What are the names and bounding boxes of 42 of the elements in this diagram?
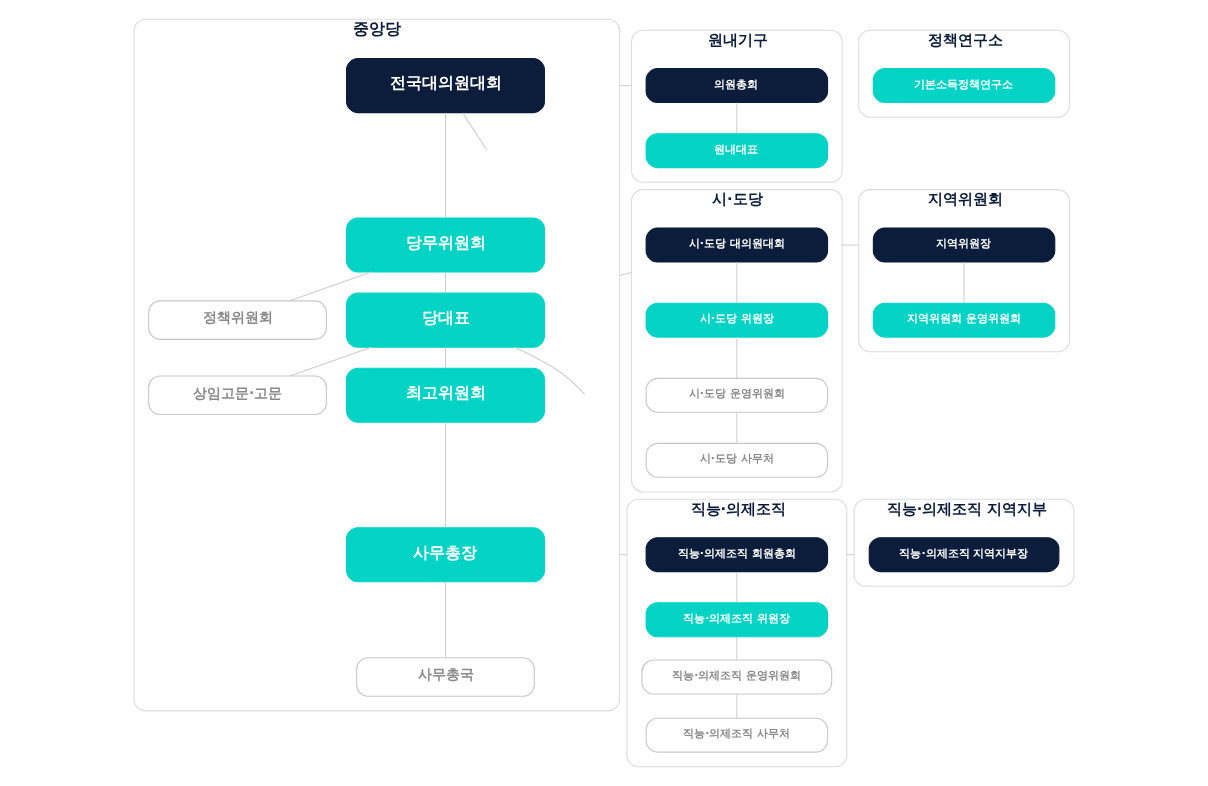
- connector: [289, 271, 372, 302]
- connector: [445, 581, 446, 658]
- connector: [445, 347, 446, 369]
- connector: [736, 336, 738, 379]
- node-box: 직능·의제조직 위원장: [645, 602, 829, 638]
- connector: [736, 102, 738, 134]
- node-box: 최고위원회: [346, 367, 545, 423]
- connector: [736, 636, 738, 661]
- node-box: 기본소득정책연구소: [872, 68, 1056, 104]
- node-box: 지역위원회 운영위원회: [872, 302, 1056, 338]
- node-box: 시·도당 대의원대회: [645, 227, 829, 263]
- connector: [619, 85, 632, 87]
- node-box: 사무총국: [356, 657, 535, 697]
- connector: [619, 554, 628, 556]
- connector: [736, 412, 738, 444]
- connector: [289, 346, 372, 377]
- node-box: 원내대표: [645, 133, 829, 169]
- node-box: 당대표: [346, 292, 545, 348]
- connector: [619, 271, 632, 276]
- node-box: 직능·의제조직 운영위원회: [641, 659, 833, 695]
- connector: [462, 112, 488, 151]
- connector: [445, 271, 446, 294]
- connector: [736, 261, 738, 304]
- node-box: 직능·의제조직 회원총회: [645, 537, 829, 573]
- node-box: 사무총장: [346, 527, 545, 583]
- node-box: 직능·의제조직 지역지부장: [868, 537, 1060, 573]
- connector: [736, 571, 738, 603]
- node-box: 시·도당 위원장: [645, 302, 829, 338]
- node-box: 직능·의제조직 사무처: [645, 717, 829, 753]
- node-box: 당무위원회: [346, 217, 545, 273]
- node-box: 전국대의원대회: [346, 58, 545, 114]
- node-box: 의원총회: [645, 68, 829, 104]
- connector: [514, 346, 586, 395]
- node-box: 시·도당 운영위원회: [645, 377, 829, 413]
- node-box: 지역위원장: [872, 227, 1056, 263]
- connector: [846, 554, 855, 556]
- node-box: 정책위원회: [148, 300, 327, 340]
- node-box: 상임고문·고문: [148, 375, 327, 416]
- connector: [736, 693, 738, 719]
- connector: [445, 422, 446, 529]
- node-box: 시·도당 사무처: [645, 442, 829, 478]
- connector: [445, 112, 446, 219]
